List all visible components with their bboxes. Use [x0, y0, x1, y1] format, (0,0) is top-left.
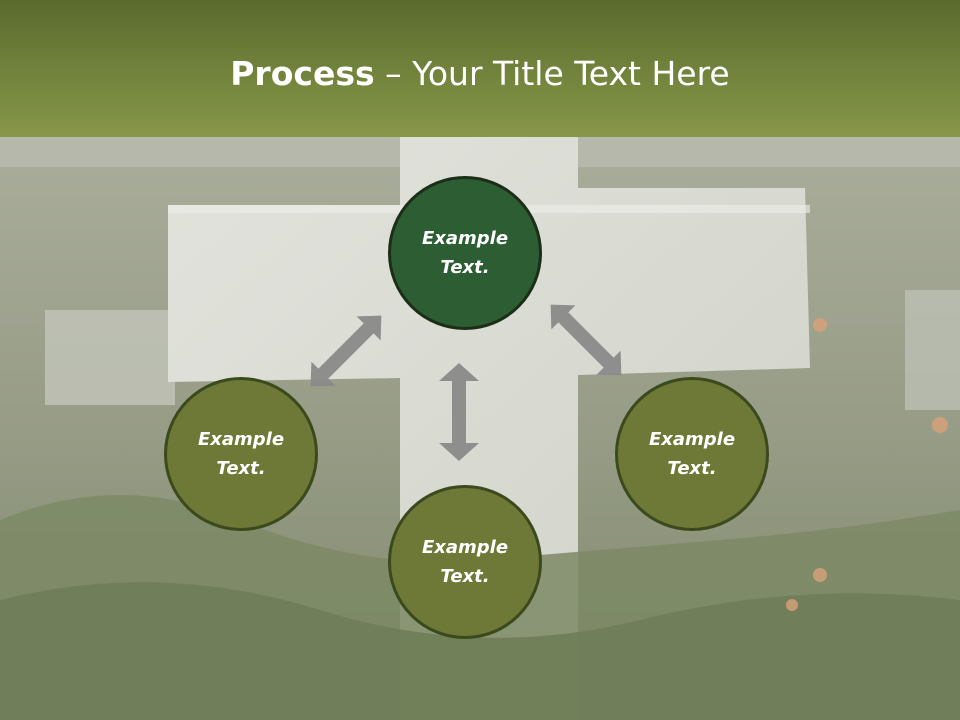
node-center-line2: Text.	[440, 257, 490, 278]
node-left-line1: Example	[197, 429, 285, 450]
arrow-center-left	[310, 315, 382, 387]
node-bottom-line2: Text.	[440, 566, 490, 587]
node-bottom-line1: Example	[421, 537, 509, 558]
arrow-center-bottom	[439, 363, 479, 461]
header-bar: Process – Your Title Text Here	[0, 0, 960, 137]
node-right-line1: Example	[648, 429, 736, 450]
slide-title: Process – Your Title Text Here	[0, 52, 960, 96]
node-left-line2: Text.	[216, 458, 266, 479]
node-center-line1: Example	[421, 228, 509, 249]
node-right-line2: Text.	[667, 458, 717, 479]
title-bold: Process	[230, 54, 375, 93]
arrow-center-right	[550, 304, 622, 376]
title-rest: – Your Title Text Here	[374, 54, 730, 93]
